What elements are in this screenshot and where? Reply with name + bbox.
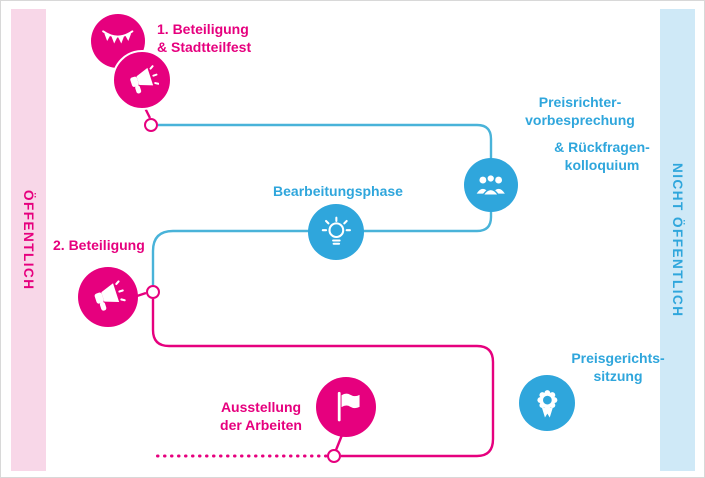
flow-line-private-to-public — [151, 299, 495, 458]
sidebar-not-public: NICHT ÖFFENTLICH — [660, 9, 695, 471]
label-line: Ausstellung — [220, 399, 302, 415]
jury-icon — [476, 174, 506, 197]
label-ausstellung: Ausstellung der Arbeiten — [195, 398, 327, 434]
sidebar-not-public-label: NICHT ÖFFENTLICH — [670, 162, 685, 318]
label-line: Preisgerichts- — [571, 350, 665, 366]
label-line: & Rückfragen- — [554, 139, 650, 155]
node-beteiligung-2 — [78, 267, 138, 327]
label-line: & Stadtteilfest — [157, 39, 252, 55]
lightbulb-icon — [321, 216, 351, 245]
label-line: sitzung — [593, 368, 643, 384]
connector-line — [334, 434, 344, 451]
label-rueckfragenkolloquium: & Rückfragen- kolloquium — [521, 138, 683, 174]
node-beteiligung-1 — [112, 50, 172, 110]
node-preisrichter — [464, 158, 518, 212]
megaphone-icon — [129, 64, 159, 94]
flag-icon — [338, 392, 360, 422]
connector-line — [136, 291, 147, 298]
label-preisgerichtssitzung: Preisgerichts- sitzung — [553, 349, 683, 385]
node-bearbeitungsphase — [308, 204, 364, 260]
label-line: 2. Beteiligung — [53, 237, 145, 253]
node-ausstellung — [316, 377, 376, 437]
label-beteiligung-1: 1. Beteiligung & Stadtteilfest — [157, 20, 251, 56]
flow-line-public-to-private — [151, 123, 493, 285]
megaphone-icon — [95, 280, 127, 312]
bunting-icon — [102, 30, 134, 44]
milestone-dot-3 — [327, 449, 341, 463]
label-line: 1. Beteiligung — [157, 21, 249, 37]
milestone-dot-1 — [144, 118, 158, 132]
label-line: vorbesprechung — [525, 112, 635, 128]
node-preisgericht — [519, 375, 575, 431]
medal-icon — [537, 389, 557, 418]
label-preisrichtervorbesprechung: Preisrichter- vorbesprechung — [499, 93, 661, 129]
sidebar-public-label: ÖFFENTLICH — [21, 189, 36, 291]
label-bearbeitungsphase: Bearbeitungsphase — [253, 182, 423, 200]
label-beteiligung-2: 2. Beteiligung — [53, 236, 145, 254]
label-line: Bearbeitungsphase — [273, 183, 403, 199]
label-line: der Arbeiten — [220, 417, 302, 433]
sidebar-public: ÖFFENTLICH — [11, 9, 46, 471]
milestone-dot-2 — [146, 285, 160, 299]
label-line: kolloquium — [564, 157, 640, 173]
label-line: Preisrichter- — [538, 94, 622, 110]
